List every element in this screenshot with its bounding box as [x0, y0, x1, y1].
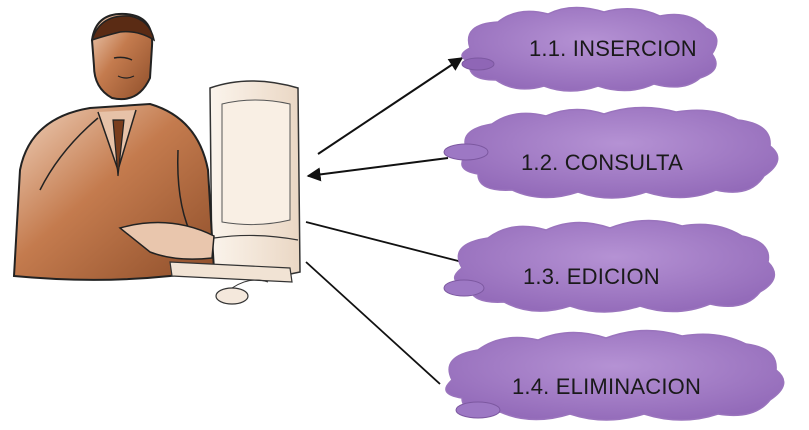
node-label-edicion: 1.3. EDICION — [523, 264, 660, 290]
user-computer-illustration — [14, 14, 300, 304]
node-label-consulta: 1.2. CONSULTA — [521, 150, 683, 176]
line-to-eliminacion — [306, 262, 440, 384]
arrow-to-insercion — [318, 58, 462, 154]
node-label-insercion: 1.1. INSERCION — [529, 36, 697, 62]
node-label-eliminacion: 1.4. ELIMINACION — [512, 374, 701, 400]
line-to-edicion — [306, 222, 470, 264]
connectors — [306, 58, 470, 384]
arrow-from-consulta — [308, 158, 448, 176]
